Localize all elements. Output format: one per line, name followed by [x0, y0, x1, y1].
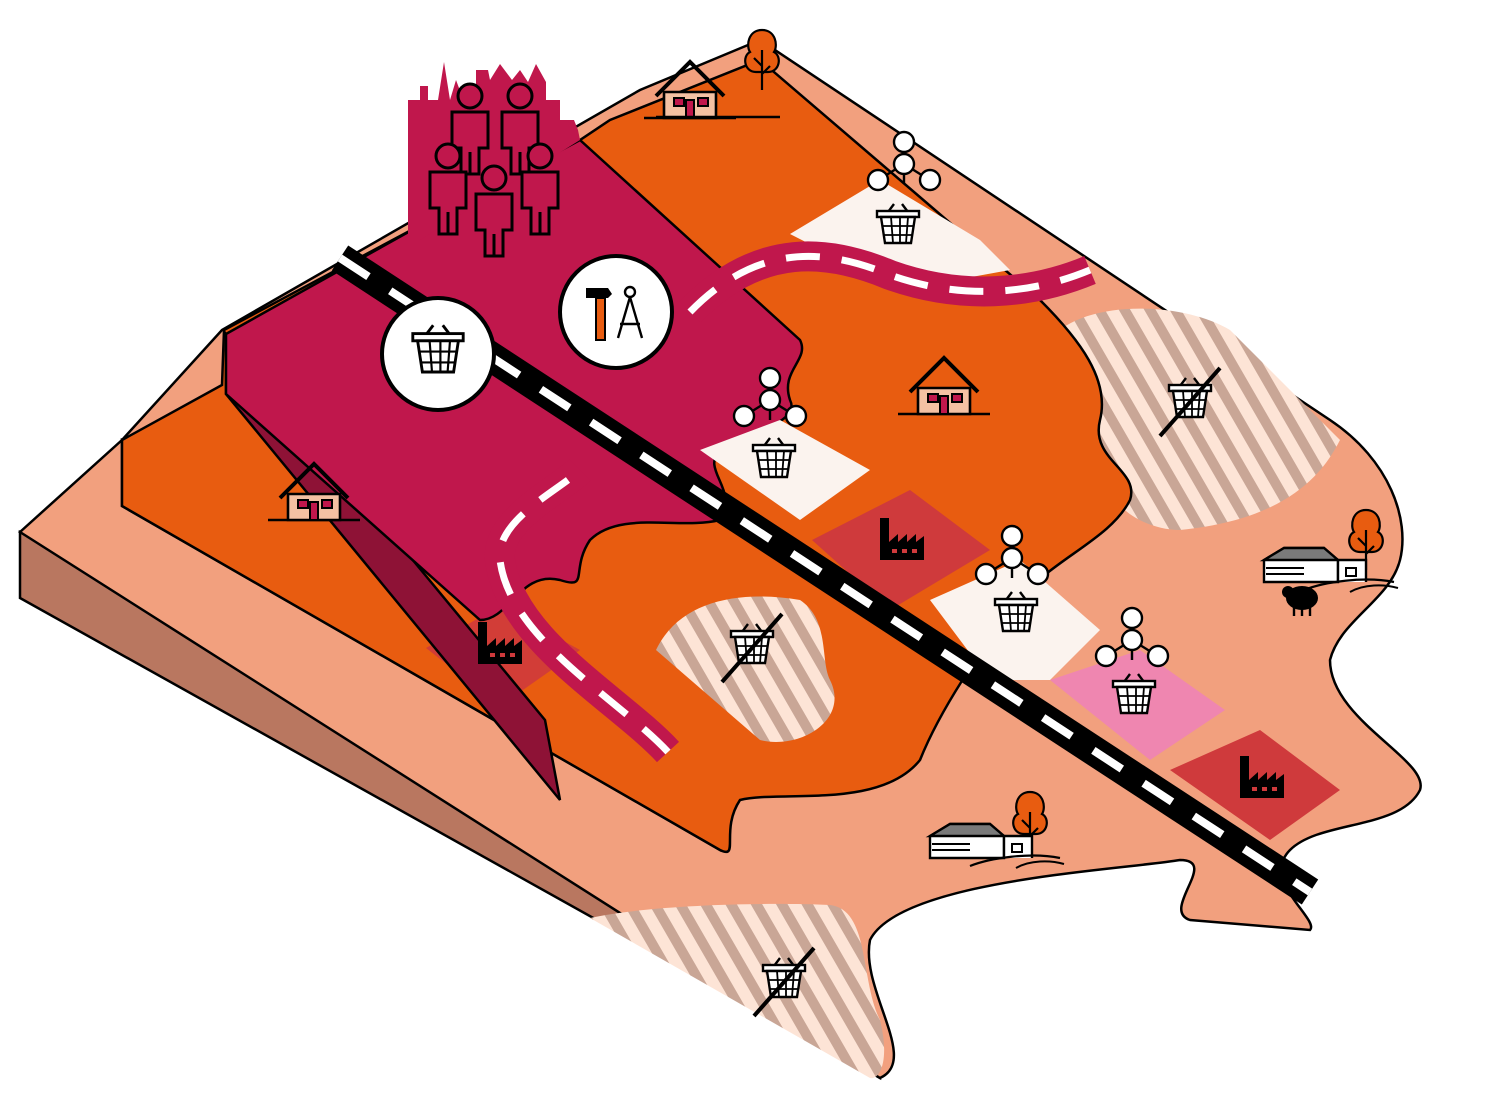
- no-service-area-south: [590, 903, 885, 1079]
- shopping-basket-circle: [380, 296, 496, 412]
- sheep-icon: [1282, 586, 1318, 616]
- shopping-basket-icon: [993, 590, 1039, 633]
- shopping-basket-icon: [751, 436, 797, 479]
- shopping-basket-icon: [411, 323, 465, 374]
- no-service-area-west: [656, 596, 835, 742]
- highway: [331, 245, 1319, 905]
- tools-compass-circle: [558, 254, 674, 370]
- shopping-basket-icon: [1111, 672, 1157, 715]
- shopping-basket-icon: [875, 202, 921, 245]
- secondary-road: [484, 241, 1096, 763]
- tools-compass-icon: [586, 285, 644, 341]
